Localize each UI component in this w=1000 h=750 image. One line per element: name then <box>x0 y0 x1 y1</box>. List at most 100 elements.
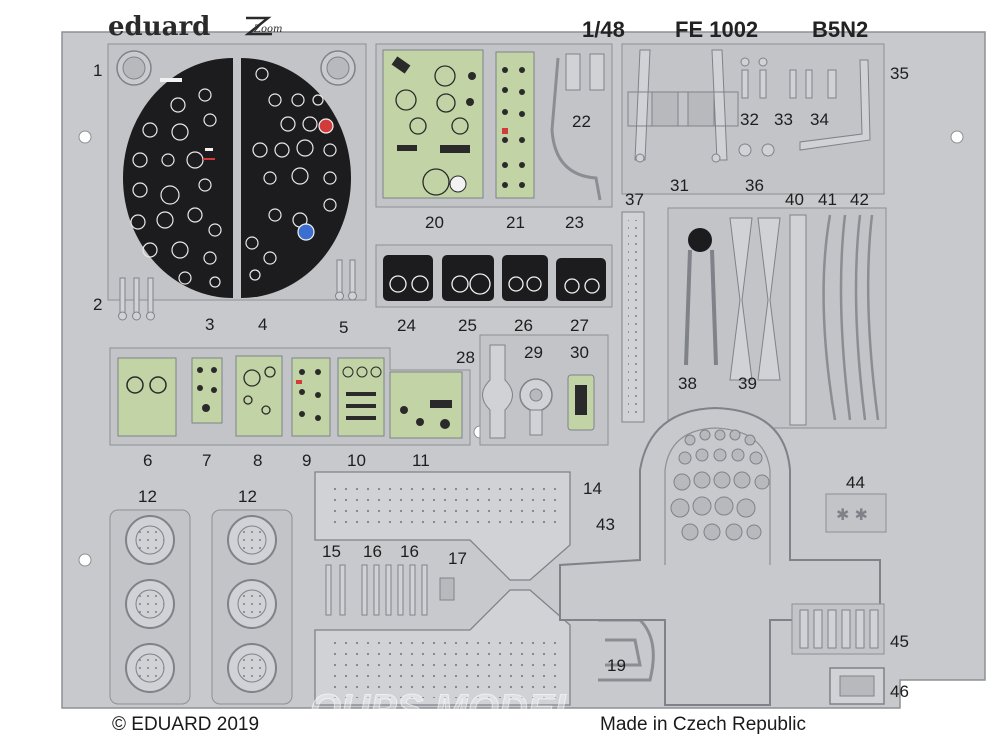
part-number-label: 26 <box>514 316 533 335</box>
part-25-bezel <box>442 255 494 301</box>
zoom-logo-icon: Zoom <box>244 16 282 36</box>
part-32-34-buckles <box>740 57 837 99</box>
part-5-levers <box>335 259 357 301</box>
left-panel-instruments <box>130 88 222 288</box>
part-22-brackets <box>565 53 605 91</box>
part-number-label: 15 <box>322 542 341 561</box>
svg-text:✱ ✱: ✱ ✱ <box>836 505 868 524</box>
mounting-hole-left <box>78 130 92 144</box>
part-24-bezel <box>383 255 433 301</box>
part-46-frame <box>829 667 885 705</box>
part-number-label: 16 <box>400 542 419 561</box>
part-27-bezel <box>556 258 606 301</box>
part-6-panel <box>117 357 177 437</box>
part-number-label: 35 <box>890 64 909 83</box>
part-number-label: 29 <box>524 343 543 362</box>
part-31-36-frame <box>621 43 885 195</box>
watermark-text: OUPS MODEL <box>310 687 579 731</box>
part-28-bracket <box>482 344 513 439</box>
part-number-label: 42 <box>850 190 869 209</box>
part-23-cable <box>550 57 602 201</box>
part-number-label: 46 <box>890 682 909 701</box>
part-number-label: 16 <box>363 542 382 561</box>
brand-logo: eduard <box>108 12 210 42</box>
part-number-label: 2 <box>93 295 102 314</box>
part-number-label: 43 <box>596 515 615 534</box>
part-number-label: 24 <box>397 316 416 335</box>
part-3-instrument-panel-left <box>123 58 233 298</box>
part-41-42-cables <box>822 214 880 421</box>
part-number-label: 22 <box>572 112 591 131</box>
part-number-label: 8 <box>253 451 262 470</box>
part-number-label: 33 <box>774 110 793 129</box>
part-number-label: 27 <box>570 316 589 335</box>
part-number-label: 25 <box>458 316 477 335</box>
origin-text: Made in Czech Republic <box>600 714 806 735</box>
part-8-panel <box>235 355 283 437</box>
part-4-instrument-panel-right <box>241 58 351 298</box>
scale-label: 1/48 <box>582 17 625 42</box>
part-44-plate: ✱ ✱ <box>825 493 887 533</box>
part-43-bulkhead <box>559 406 881 706</box>
part-number-label: 20 <box>425 213 444 232</box>
part-number-label: 23 <box>565 213 584 232</box>
part-number-label: 40 <box>785 190 804 209</box>
part-number-label: 5 <box>339 318 348 337</box>
part-number-label: 12 <box>238 487 257 506</box>
product-code: FE 1002 <box>675 17 758 42</box>
part-9-panel <box>291 357 331 437</box>
part-number-label: 12 <box>138 487 157 506</box>
part-38-harness <box>684 228 718 366</box>
part-number-label: 39 <box>738 374 757 393</box>
part-number-label: 4 <box>258 315 267 334</box>
part-10-panel <box>337 357 385 437</box>
part-21-panel <box>495 51 535 199</box>
mounting-hole-lower <box>78 553 92 567</box>
part-20-panel <box>382 49 484 199</box>
svg-text:Zoom: Zoom <box>253 24 282 35</box>
part-number-label: 9 <box>302 451 311 470</box>
part-number-label: 19 <box>607 656 626 675</box>
part-number-label: 3 <box>205 315 214 334</box>
part-number-label: 38 <box>678 374 697 393</box>
mounting-hole-right <box>950 130 964 144</box>
gear-icon <box>449 175 467 193</box>
part-number-label: 28 <box>456 348 475 367</box>
part-12-engine-right <box>211 509 293 705</box>
part-number-label: 45 <box>890 632 909 651</box>
part-7-panel <box>191 357 223 424</box>
part-number-label: 32 <box>740 110 759 129</box>
part-number-label: 36 <box>745 176 764 195</box>
part-12-engine-left <box>109 509 191 705</box>
part-36-clips <box>738 143 775 157</box>
part-31-seat-belts <box>627 49 739 163</box>
part-number-label: 30 <box>570 343 589 362</box>
part-number-label: 1 <box>93 61 102 80</box>
part-35-rod <box>799 59 871 151</box>
part-29-mount <box>519 378 553 436</box>
part-number-label: 41 <box>818 190 837 209</box>
part-number-label: 14 <box>583 479 602 498</box>
part-15-17-levers <box>325 564 455 616</box>
compass-blue-icon <box>297 223 315 241</box>
part-30-panel <box>567 374 595 431</box>
part-number-label: 7 <box>202 451 211 470</box>
part-43-lightening-holes <box>670 429 770 541</box>
part-2-levers <box>118 277 155 321</box>
part-number-label: 10 <box>347 451 366 470</box>
part-40-strip <box>789 214 807 426</box>
copyright-text: © EDUARD 2019 <box>112 714 259 735</box>
model-name: B5N2 <box>812 17 868 42</box>
part-number-label: 11 <box>412 451 430 470</box>
part-26-bezel <box>502 255 548 301</box>
part-number-label: 6 <box>143 451 152 470</box>
part-number-label: 44 <box>846 473 865 492</box>
part-number-label: 21 <box>506 213 525 232</box>
part-45-hinges <box>791 603 885 655</box>
part-number-label: 37 <box>625 190 644 209</box>
part-number-label: 17 <box>448 549 467 568</box>
part-number-label: 34 <box>810 110 829 129</box>
part-39-straps <box>729 217 781 381</box>
part-number-label: 31 <box>670 176 689 195</box>
